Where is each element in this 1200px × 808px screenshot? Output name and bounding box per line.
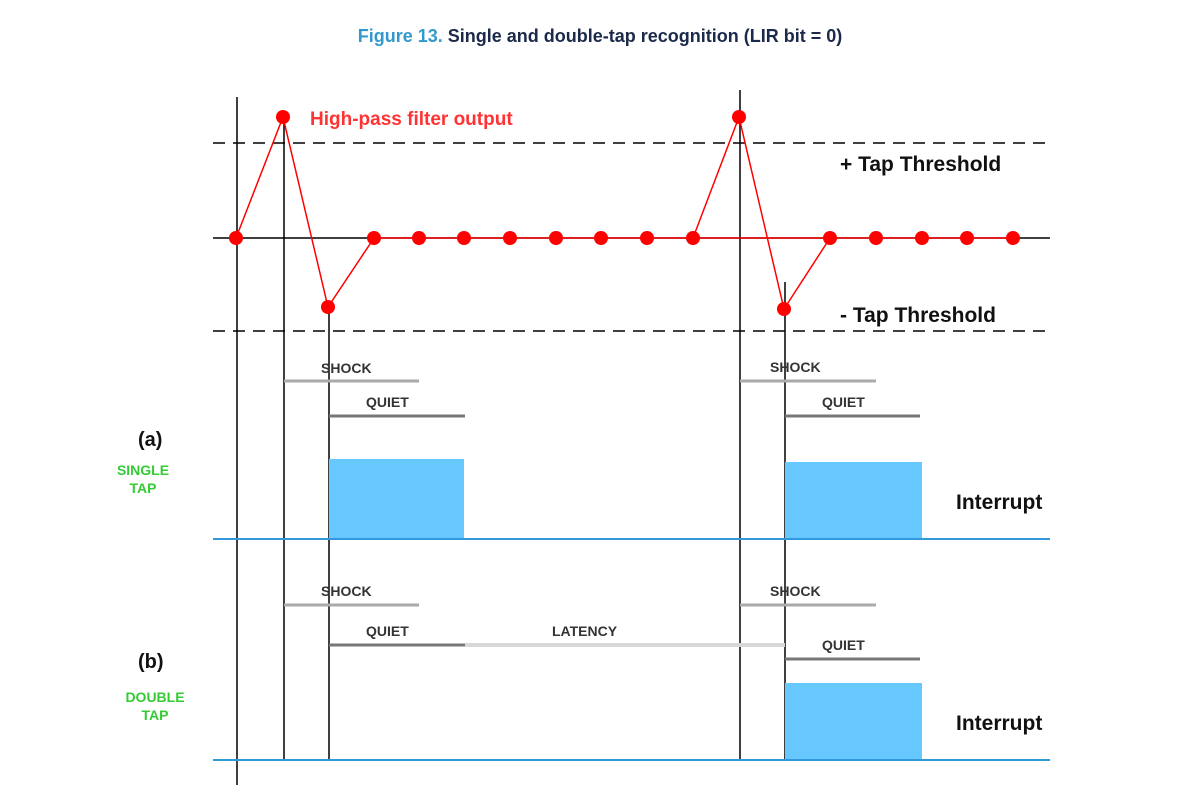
quiet-label-right: QUIET [822, 637, 865, 653]
sample-point [594, 231, 608, 245]
shock-label-left: SHOCK [321, 360, 372, 376]
quiet-label-left: QUIET [366, 623, 409, 639]
figure-caption: Single and double-tap recognition (LIR b… [447, 26, 843, 46]
figure-title: Figure 13. Single and double-tap recogni… [0, 26, 1200, 47]
sample-point [686, 231, 700, 245]
quiet-label-right: QUIET [822, 394, 865, 410]
sample-point [915, 231, 929, 245]
shock-label-right: SHOCK [770, 583, 821, 599]
interrupt-pulse-right [785, 462, 922, 539]
sample-point [960, 231, 974, 245]
panel-double-tap: SHOCK QUIET LATENCY SHOCK QUIET (b) DOUB… [125, 583, 1050, 761]
panel-single-tap: SHOCK QUIET SHOCK QUIET (a) SINGLE TAP I… [117, 359, 1050, 540]
sample-point [777, 302, 791, 316]
sample-point [640, 231, 654, 245]
interrupt-label-a: Interrupt [956, 491, 1042, 514]
panel-a-letter: (a) [138, 429, 162, 451]
high-pass-filter-signal [235, 114, 1018, 309]
sample-point [732, 110, 746, 124]
sample-point [549, 231, 563, 245]
sample-point [367, 231, 381, 245]
shock-label-right: SHOCK [770, 359, 821, 375]
signal-samples [229, 110, 1020, 316]
shock-label-left: SHOCK [321, 583, 372, 599]
sample-point [823, 231, 837, 245]
sample-point [412, 231, 426, 245]
quiet-label-left: QUIET [366, 394, 409, 410]
latency-label: LATENCY [552, 623, 618, 639]
sample-point [276, 110, 290, 124]
interrupt-pulse-left [329, 459, 464, 539]
figure-number: Figure 13. [357, 26, 443, 46]
sample-point [503, 231, 517, 245]
minus-threshold-label: - Tap Threshold [840, 304, 996, 327]
interrupt-label-b: Interrupt [956, 712, 1042, 735]
panel-a-name-line1: SINGLE [117, 462, 169, 478]
panel-b-name-line2: TAP [142, 707, 169, 723]
sample-point [321, 300, 335, 314]
plus-threshold-label: + Tap Threshold [840, 153, 1001, 176]
signal-label: High-pass filter output [310, 109, 513, 130]
high-pass-filter-signal-second-tap [692, 114, 831, 311]
sample-point [229, 231, 243, 245]
panel-b-name-line1: DOUBLE [125, 689, 184, 705]
interrupt-pulse [785, 683, 922, 760]
panel-b-letter: (b) [138, 651, 164, 673]
sample-point [869, 231, 883, 245]
sample-point [1006, 231, 1020, 245]
panel-a-name-line2: TAP [130, 480, 157, 496]
sample-point [457, 231, 471, 245]
